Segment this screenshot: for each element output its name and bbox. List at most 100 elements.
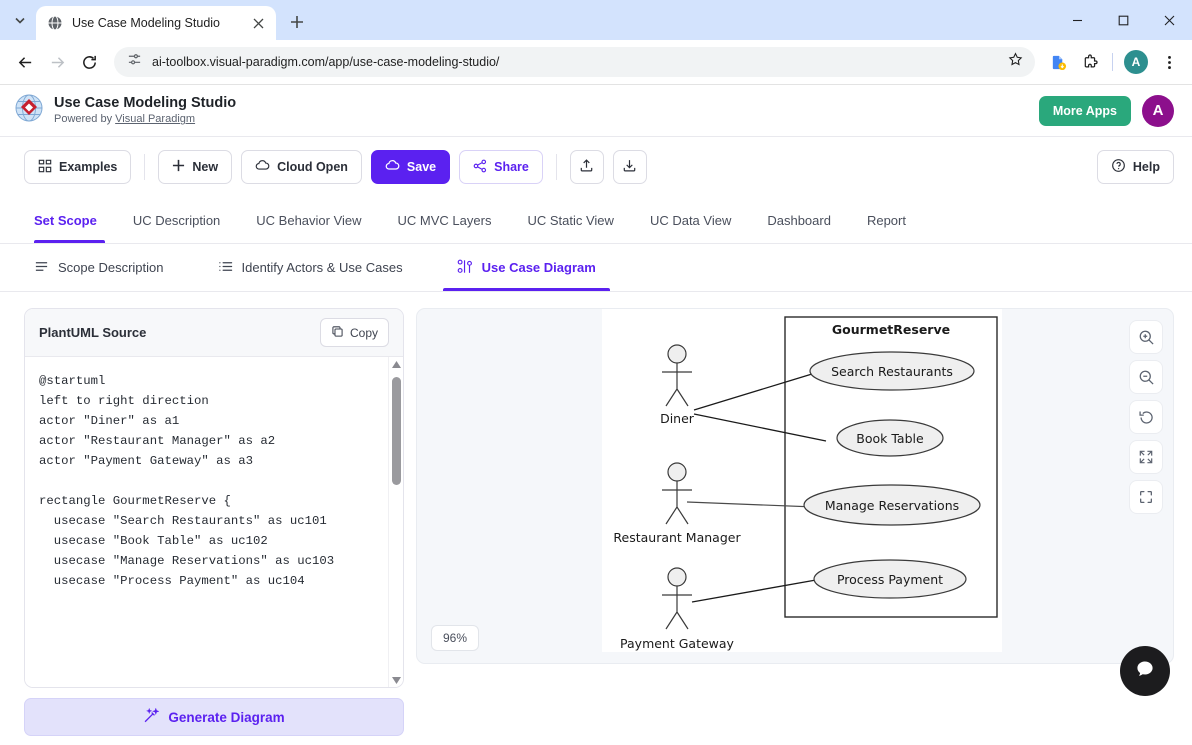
browser-profile-avatar[interactable]: A (1124, 50, 1148, 74)
share-label: Share (494, 160, 529, 174)
panel-actions: Generate Diagram Render Diagram (24, 688, 404, 745)
download-button[interactable] (612, 150, 647, 184)
tab-uc-behavior-view[interactable]: UC Behavior View (238, 197, 379, 243)
tab-dashboard[interactable]: Dashboard (749, 197, 849, 243)
code-scrollbar[interactable] (388, 357, 403, 687)
copy-button[interactable]: Copy (319, 318, 389, 347)
zoom-out-icon[interactable] (1129, 360, 1163, 394)
upload-button[interactable] (569, 150, 604, 184)
association-line (691, 579, 817, 603)
actor-restaurant-manager: Restaurant Manager (613, 462, 741, 545)
tab-close-icon[interactable] (248, 13, 268, 33)
back-arrow-icon[interactable] (10, 47, 40, 77)
use-case-diagram: GourmetReserve Diner Restaurant Manager (613, 316, 998, 651)
download-doc-icon[interactable] (1043, 47, 1073, 77)
diagram-canvas[interactable]: GourmetReserve Diner Restaurant Manager (416, 308, 1174, 664)
system-boundary-label: GourmetReserve (832, 322, 950, 337)
site-info-icon[interactable] (127, 52, 142, 72)
code-editor[interactable]: @startuml left to right direction actor … (25, 357, 403, 687)
window-maximize-button[interactable] (1100, 0, 1146, 40)
tab-label: Set Scope (34, 212, 97, 228)
use-case-label: Book Table (856, 431, 924, 446)
fullscreen-icon[interactable] (1129, 480, 1163, 514)
use-case-label: Search Restaurants (831, 364, 953, 379)
subtab-label: Use Case Diagram (481, 260, 596, 275)
save-button[interactable]: Save (370, 150, 451, 184)
toolbar-divider (555, 154, 557, 180)
window-minimize-button[interactable] (1054, 0, 1100, 40)
list-icon (218, 259, 233, 277)
association-line (693, 413, 827, 442)
help-button[interactable]: Help (1096, 150, 1174, 184)
cloud-icon (255, 158, 270, 176)
copy-icon (331, 325, 344, 341)
address-bar[interactable]: ai-toolbox.visual-paradigm.com/app/use-c… (114, 47, 1035, 77)
kebab-menu-icon[interactable] (1154, 47, 1184, 77)
chat-bubble-icon (1134, 658, 1156, 685)
subtab-label: Scope Description (58, 260, 164, 275)
tab-label: UC MVC Layers (397, 212, 492, 228)
cloud-open-button[interactable]: Cloud Open (241, 150, 362, 184)
copy-label: Copy (349, 325, 378, 340)
tab-uc-mvc-layers[interactable]: UC MVC Layers (380, 197, 510, 243)
star-icon[interactable] (1008, 52, 1023, 72)
scrollbar-thumb[interactable] (392, 377, 401, 485)
magic-wand-icon (143, 707, 160, 727)
fit-screen-icon[interactable] (1129, 440, 1163, 474)
actor-payment-gateway: Payment Gateway (620, 567, 735, 651)
new-button[interactable]: New (158, 150, 233, 184)
tab-search-button[interactable] (6, 6, 34, 34)
browser-tab-strip: Use Case Modeling Studio (0, 0, 1192, 40)
main-tabs: Set Scope UC Description UC Behavior Vie… (0, 197, 1192, 244)
subtab-identify-actors-use-cases[interactable]: Identify Actors & Use Cases (204, 244, 417, 291)
window-close-button[interactable] (1146, 0, 1192, 40)
use-case-manage-reservations: Manage Reservations (803, 484, 981, 526)
browser-tab[interactable]: Use Case Modeling Studio (36, 6, 276, 40)
actor-label: Restaurant Manager (613, 530, 741, 545)
more-apps-button[interactable]: More Apps (1038, 95, 1131, 126)
puzzle-icon[interactable] (1075, 47, 1105, 77)
sub-tabs: Scope Description Identify Actors & Use … (0, 244, 1192, 292)
tab-label: UC Behavior View (256, 212, 362, 228)
globe-icon (47, 15, 63, 31)
chat-widget-button[interactable] (1120, 646, 1170, 696)
powered-by: Powered by Visual Paradigm (54, 112, 236, 126)
tab-uc-static-view[interactable]: UC Static View (509, 197, 631, 243)
tab-uc-data-view[interactable]: UC Data View (632, 197, 749, 243)
examples-button[interactable]: Examples (24, 150, 132, 184)
window-controls (1054, 0, 1192, 40)
reload-icon[interactable] (74, 47, 104, 77)
use-case-label: Manage Reservations (825, 498, 959, 513)
browser-toolbar: ai-toolbox.visual-paradigm.com/app/use-c… (0, 40, 1192, 85)
tab-report[interactable]: Report (849, 197, 924, 243)
share-icon (473, 159, 487, 176)
subtab-scope-description[interactable]: Scope Description (24, 244, 178, 291)
subtab-label: Identify Actors & Use Cases (241, 260, 403, 275)
actor-label: Payment Gateway (620, 636, 735, 651)
generate-diagram-button[interactable]: Generate Diagram (24, 698, 404, 736)
diagram-icon (457, 259, 473, 277)
cloud-open-label: Cloud Open (277, 160, 348, 174)
powered-by-prefix: Powered by (54, 113, 116, 126)
tab-set-scope[interactable]: Set Scope (24, 197, 115, 243)
workspace: PlantUML Source Copy @startuml left to r… (0, 292, 1192, 736)
actor-diner: Diner (660, 344, 695, 426)
scroll-up-icon[interactable] (391, 357, 401, 371)
visual-paradigm-link[interactable]: Visual Paradigm (115, 113, 196, 126)
app-header: Use Case Modeling Studio Powered by Visu… (0, 85, 1192, 137)
new-tab-button[interactable] (283, 8, 311, 36)
subtab-use-case-diagram[interactable]: Use Case Diagram (442, 244, 610, 291)
reset-icon[interactable] (1129, 400, 1163, 434)
save-label: Save (406, 160, 437, 174)
examples-label: Examples (59, 160, 118, 174)
scrollbar-track[interactable] (389, 371, 403, 673)
tab-uc-description[interactable]: UC Description (115, 197, 238, 243)
zoom-in-icon[interactable] (1129, 320, 1163, 354)
tab-label: Dashboard (767, 212, 831, 228)
toolbar-divider (144, 154, 146, 180)
share-button[interactable]: Share (459, 150, 543, 184)
user-avatar[interactable]: A (1142, 94, 1174, 127)
url-text: ai-toolbox.visual-paradigm.com/app/use-c… (152, 55, 500, 69)
tab-title: Use Case Modeling Studio (72, 16, 220, 30)
scroll-down-icon[interactable] (391, 673, 401, 687)
